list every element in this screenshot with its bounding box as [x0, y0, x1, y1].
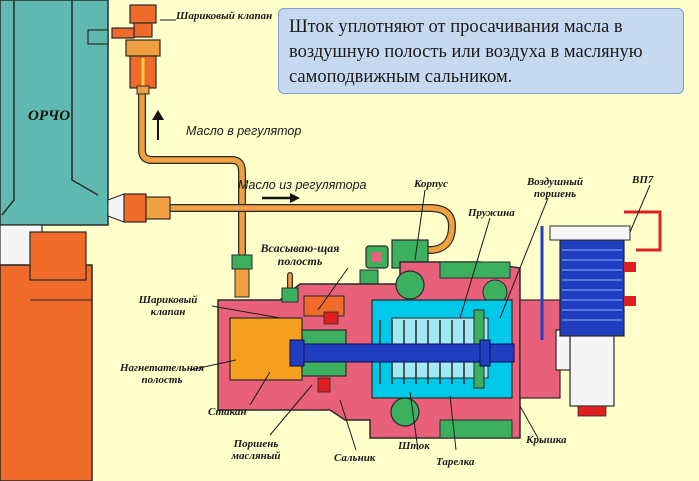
- label-stakan: Стакан: [208, 406, 247, 418]
- info-note: Шток уплотняют от просачивания масла в в…: [278, 8, 684, 94]
- main-housing: [217, 261, 521, 439]
- label-oil-piston: Поршень масляный: [231, 438, 281, 462]
- label-kryshka: Крышка: [526, 434, 567, 446]
- pipe-fitting-vertical: [231, 254, 253, 298]
- label-salnik: Сальник: [334, 452, 376, 464]
- suction-fitting: [359, 239, 429, 289]
- label-spring: Пружина: [468, 207, 515, 219]
- label-tarelka: Тарелка: [436, 456, 475, 468]
- leader-lines: [160, 19, 651, 451]
- label-vp7: ВП7: [632, 174, 654, 186]
- upper-valve-stem: [281, 287, 299, 303]
- label-air-piston: Воздушный поршень: [526, 176, 584, 200]
- orange-base: [0, 231, 93, 481]
- label-ball-valve-top: Шариковый клапан: [176, 10, 273, 22]
- pipe-fittings-left: [107, 193, 171, 223]
- label-orcho: ОРЧО: [28, 108, 71, 124]
- label-discharge-cavity: Нагнетательная полость: [120, 362, 204, 386]
- flow-arrow-up: [152, 110, 164, 140]
- label-korpus: Корпус: [414, 178, 448, 190]
- label-oil-to-regulator: Масло в регулятор: [186, 124, 302, 138]
- flow-arrow-right: [262, 193, 300, 203]
- label-suction-cavity: Всасываю-щая полость: [260, 241, 340, 268]
- vp7-valve: [540, 210, 662, 417]
- label-oil-from-regulator: Масло из регулятора: [238, 178, 367, 192]
- label-shtok: Шток: [398, 440, 430, 452]
- label-ball-valve-left: Шариковый клапан: [138, 294, 198, 318]
- orcho-block: [0, 0, 109, 266]
- top-ball-valve: [111, 4, 161, 95]
